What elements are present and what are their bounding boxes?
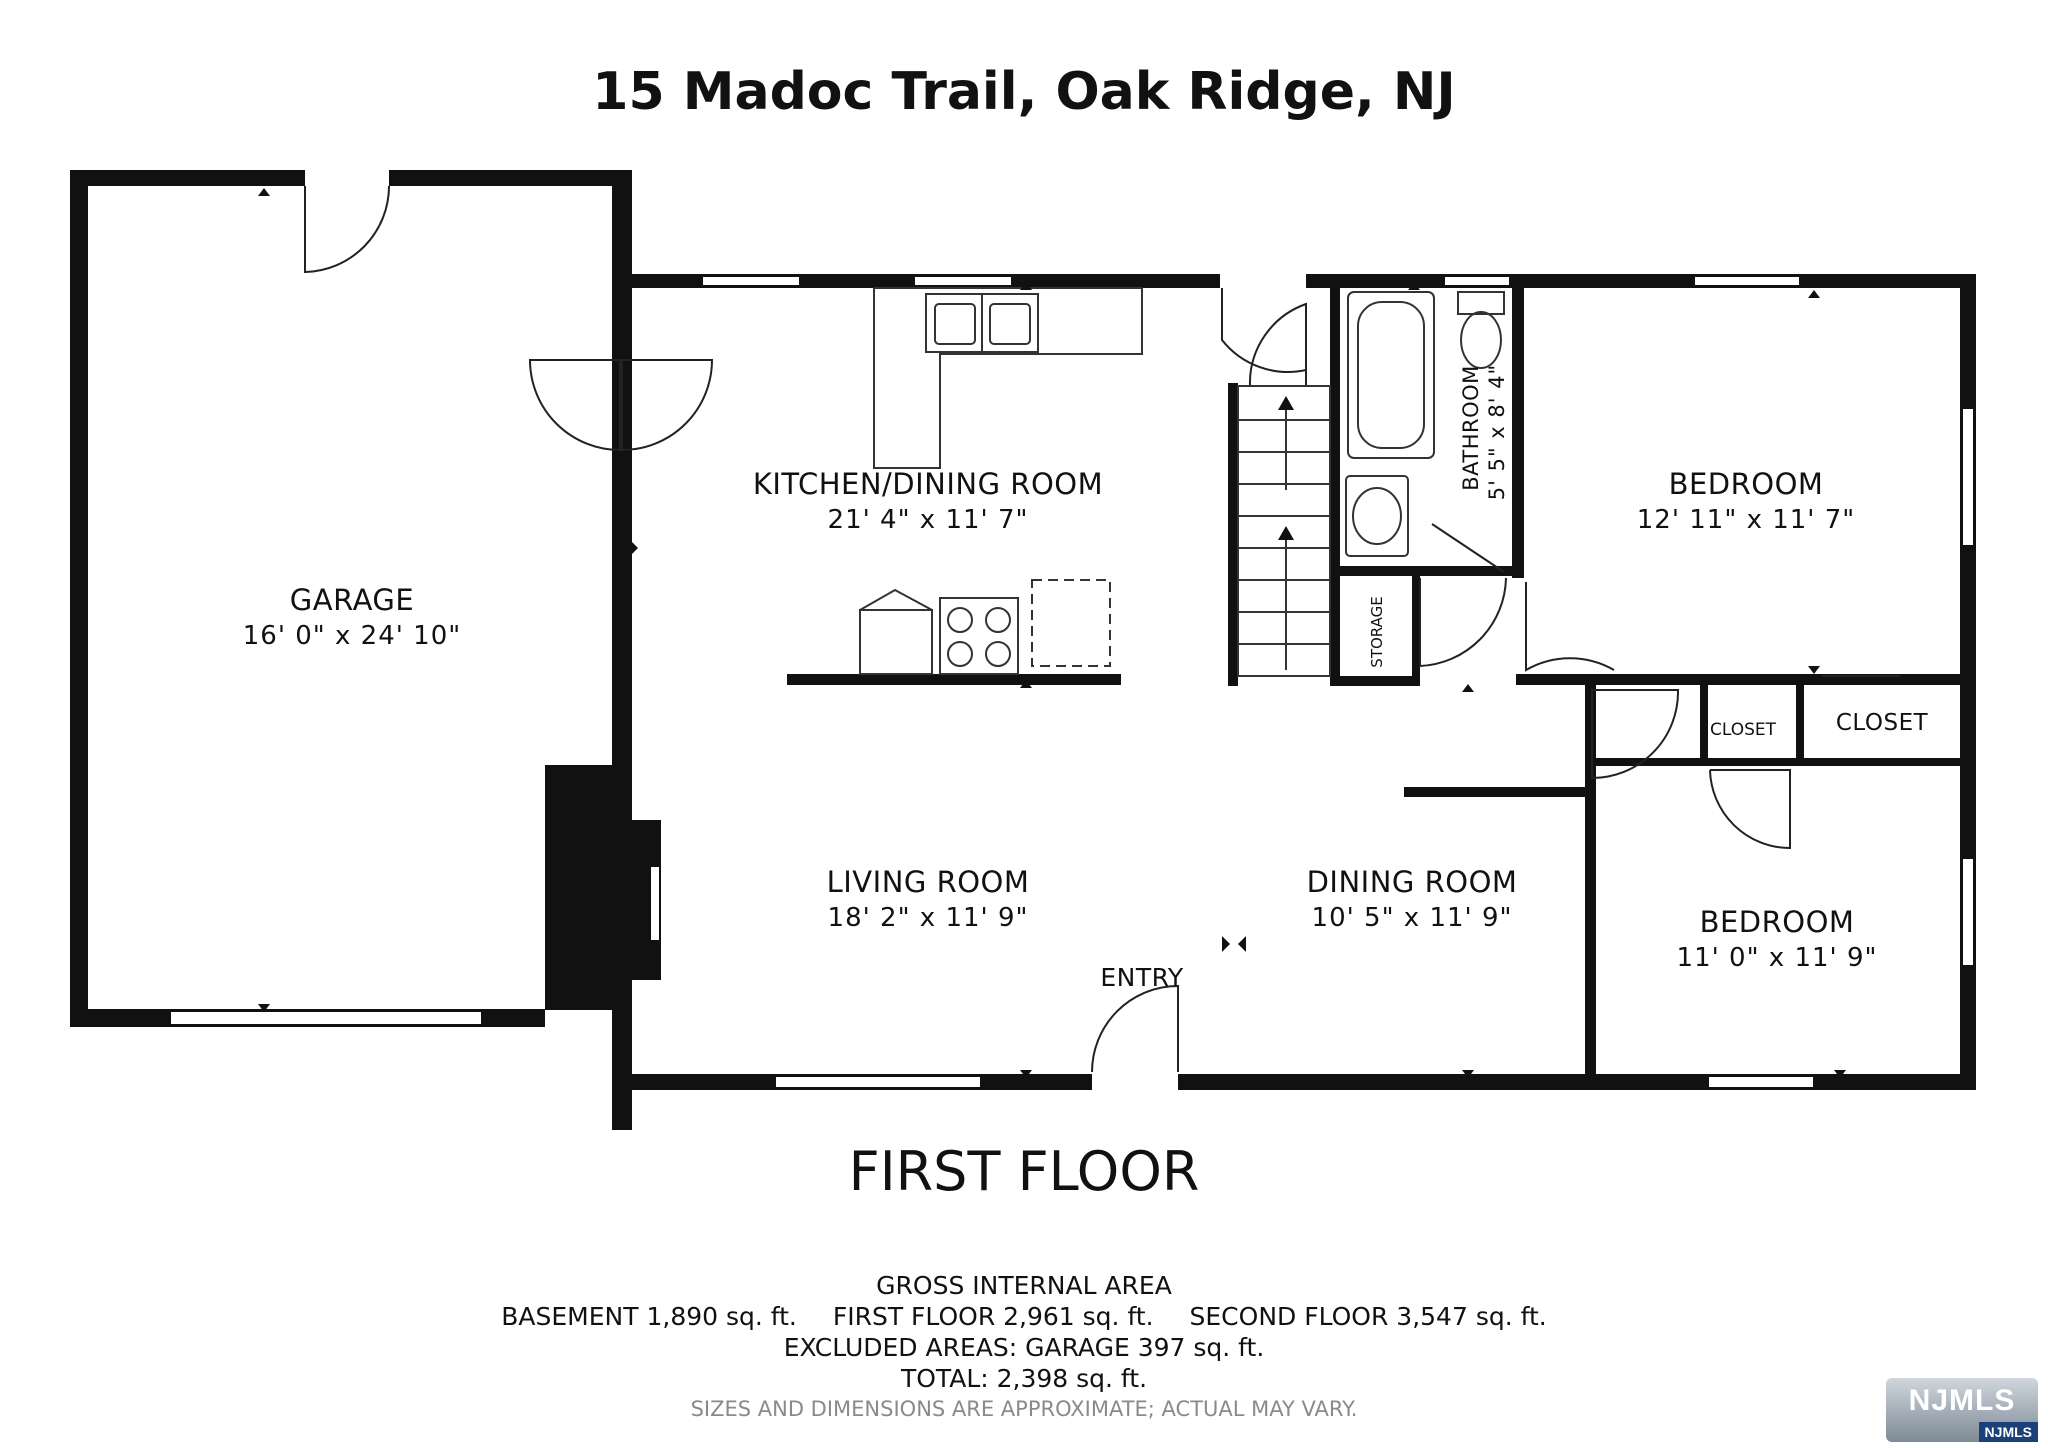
storage-wall-right	[1412, 566, 1420, 686]
window-bedroom1-top	[1693, 275, 1801, 287]
kitchen-back-door-swing	[1221, 288, 1307, 373]
bedroom2-label: BEDROOM	[1700, 905, 1855, 939]
window-living	[774, 1075, 982, 1089]
stove-icon	[939, 597, 1019, 675]
area-basement: BASEMENT 1,890 sq. ft.	[501, 1302, 797, 1331]
bedroom2-dims: 11' 0" x 11' 9"	[1677, 943, 1878, 973]
bathtub-icon	[1347, 291, 1435, 459]
window-bedroom2-side	[1961, 857, 1975, 967]
bedroom2-door-swing	[1591, 689, 1680, 780]
window-bedroom1-side	[1961, 407, 1975, 547]
area-heading: GROSS INTERNAL AREA	[876, 1271, 1172, 1300]
bathroom-dims: 5' 5" x 8' 4"	[1485, 364, 1509, 500]
stair-door-swing	[1248, 302, 1307, 387]
window-bath	[1443, 275, 1511, 287]
bath-door-leaf	[1431, 523, 1505, 573]
chimney	[545, 765, 625, 1010]
area-note: SIZES AND DIMENSIONS ARE APPROXIMATE; AC…	[690, 1397, 1358, 1421]
kitchen-back-door-opening	[1220, 272, 1306, 290]
njmls-logo-small: NJMLS	[1978, 1422, 2038, 1442]
bedroom1-wall-bottom	[1516, 674, 1976, 685]
kitchen-counter	[873, 287, 1143, 469]
fireplace-opening	[649, 865, 661, 942]
kitchen-dims: 21' 4" x 11' 7"	[828, 505, 1029, 535]
window-kitchen-2	[913, 275, 1013, 287]
stair-arrow-up-icon	[1278, 526, 1294, 540]
living-dims: 18' 2" x 11' 9"	[828, 903, 1029, 933]
page-title: 15 Madoc Trail, Oak Ridge, NJ	[592, 62, 1456, 122]
closet1-label: CLOSET	[1710, 720, 1777, 740]
toilet-icon	[1460, 311, 1502, 369]
storage-door-swing	[1419, 577, 1507, 668]
area-summary: GROSS INTERNAL AREA BASEMENT 1,890 sq. f…	[0, 1270, 2048, 1425]
stair-wall-left	[1228, 383, 1238, 686]
garage-wall-left	[70, 170, 88, 1027]
garage-dims: 16' 0" x 24' 10"	[243, 621, 461, 651]
njmls-logo: NJMLS NJMLS	[1886, 1378, 2038, 1442]
storage-wall-bottom	[1330, 676, 1420, 686]
storage-label: STORAGE	[1368, 596, 1386, 667]
kitchen-label: KITCHEN/DINING ROOM	[753, 467, 1103, 501]
vanity-icon	[1345, 475, 1409, 557]
garage-door-opening	[305, 168, 389, 188]
window-bedroom2-bottom	[1707, 1075, 1815, 1089]
area-floors: BASEMENT 1,890 sq. ft. FIRST FLOOR 2,961…	[0, 1301, 2048, 1332]
closet2-label: CLOSET	[1836, 710, 1929, 736]
dining-dims: 10' 5" x 11' 9"	[1312, 903, 1513, 933]
fridge-space	[1031, 579, 1111, 667]
bath-wall-bottom	[1340, 566, 1524, 576]
garage-inner-door-right	[621, 359, 714, 452]
living-label: LIVING ROOM	[827, 865, 1030, 899]
toilet-tank	[1457, 291, 1505, 315]
window-garage	[169, 1010, 483, 1026]
dining-partial-wall	[1404, 787, 1589, 797]
area-first-floor: FIRST FLOOR 2,961 sq. ft.	[832, 1302, 1154, 1331]
bedroom1-label: BEDROOM	[1669, 467, 1824, 501]
window-kitchen-1	[701, 275, 801, 287]
closet-wall-a	[1700, 674, 1708, 764]
bath-wall-right	[1512, 288, 1524, 578]
counter-end	[859, 609, 933, 675]
area-total: TOTAL: 2,398 sq. ft.	[900, 1364, 1148, 1393]
dining-label: DINING ROOM	[1307, 865, 1518, 899]
garage-door-swing	[304, 185, 390, 274]
entry-door-swing	[1091, 984, 1179, 1073]
closet-wall-b	[1796, 674, 1804, 764]
kitchen-divider	[787, 674, 1121, 685]
garage-label: GARAGE	[290, 583, 414, 617]
bedroom1-door-swing	[1525, 582, 1615, 672]
stairs	[1237, 385, 1331, 677]
entry-door-opening	[1092, 1072, 1178, 1092]
bathroom-label: BATHROOM	[1459, 365, 1483, 491]
stair-wall-right	[1330, 288, 1340, 686]
kitchen-fixtures	[859, 287, 1143, 675]
njmls-logo-text: NJMLS	[1908, 1384, 2016, 1417]
garage-inner-door-left	[528, 359, 621, 452]
entry-label: ENTRY	[1100, 963, 1184, 992]
closet-wall-bottom	[1596, 758, 1968, 766]
bedroom1-dims: 12' 11" x 11' 7"	[1637, 505, 1855, 535]
closet-door-swing	[1709, 769, 1791, 850]
area-second-floor: SECOND FLOOR 3,547 sq. ft.	[1189, 1302, 1547, 1331]
bath-fixtures	[1345, 291, 1505, 557]
floor-label: FIRST FLOOR	[848, 1140, 1200, 1203]
bedroom2-wall-left	[1585, 674, 1596, 1090]
stair-arrow-up-icon	[1278, 396, 1294, 410]
area-excluded: EXCLUDED AREAS: GARAGE 397 sq. ft.	[783, 1333, 1265, 1362]
